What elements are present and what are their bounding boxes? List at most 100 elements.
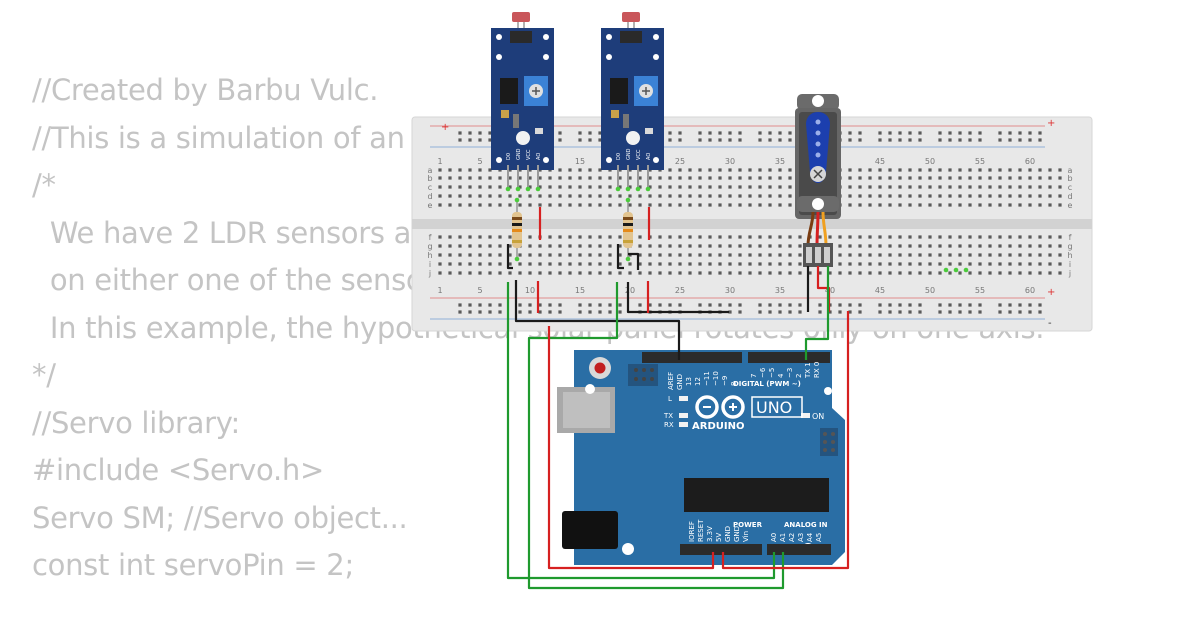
breadboard-hole [668, 253, 672, 257]
breadboard-hole [778, 303, 782, 307]
breadboard-hole [1008, 310, 1012, 314]
breadboard-hole [918, 194, 922, 198]
breadboard-hole [1008, 168, 1012, 172]
breadboard-hole [728, 185, 732, 189]
breadboard-hole [488, 310, 492, 314]
arduino-uno-board: UNO ARDUINO ON L TX RX DIGITAL (PWM ~) P… [557, 350, 845, 565]
breadboard-hole [998, 168, 1002, 172]
breadboard-hole [618, 244, 622, 248]
breadboard-hole [978, 262, 982, 266]
breadboard-hole [488, 244, 492, 248]
breadboard-hole [458, 244, 462, 248]
breadboard-hole [798, 262, 802, 266]
breadboard-hole [688, 176, 692, 180]
breadboard-hole [938, 310, 942, 314]
arduino-pin-label: AREF [667, 372, 675, 390]
breadboard-hole [448, 253, 452, 257]
breadboard-hole [658, 176, 662, 180]
breadboard-hole [468, 303, 472, 307]
breadboard-col-label: 25 [675, 286, 685, 295]
breadboard-hole [668, 262, 672, 266]
breadboard-hole [608, 176, 612, 180]
breadboard-hole [858, 235, 862, 239]
breadboard-hole [658, 194, 662, 198]
breadboard-hole [778, 138, 782, 142]
breadboard-hole [558, 185, 562, 189]
breadboard-col-label: 5 [477, 157, 482, 166]
breadboard-hole [938, 203, 942, 207]
breadboard-hole [958, 131, 962, 135]
breadboard-hole [698, 138, 702, 142]
breadboard-hole [528, 271, 532, 275]
breadboard-hole [818, 235, 822, 239]
breadboard-hole [1018, 310, 1022, 314]
breadboard-hole [978, 203, 982, 207]
breadboard-hole [918, 168, 922, 172]
breadboard-hole [928, 262, 932, 266]
breadboard-hole [528, 303, 532, 307]
breadboard-hole [708, 168, 712, 172]
breadboard-hole [878, 310, 882, 314]
sensor-pin-contact [515, 186, 521, 192]
breadboard-hole [738, 168, 742, 172]
breadboard-hole [488, 235, 492, 239]
breadboard-hole [488, 303, 492, 307]
breadboard-hole [868, 253, 872, 257]
breadboard-hole [668, 244, 672, 248]
breadboard-hole [558, 271, 562, 275]
breadboard-hole [438, 235, 442, 239]
breadboard-hole [558, 235, 562, 239]
arduino-pin-label: RX 0 [813, 362, 821, 378]
breadboard-hole [658, 244, 662, 248]
breadboard-row-label: j [1068, 269, 1071, 278]
breadboard-hole [498, 235, 502, 239]
breadboard-hole [518, 262, 522, 266]
breadboard-hole [918, 203, 922, 207]
breadboard-hole [728, 203, 732, 207]
breadboard-hole [978, 138, 982, 142]
breadboard-hole [598, 262, 602, 266]
breadboard-hole [848, 176, 852, 180]
breadboard-hole [498, 244, 502, 248]
breadboard-hole [708, 235, 712, 239]
breadboard-hole [468, 185, 472, 189]
breadboard-col-label: 25 [675, 157, 685, 166]
breadboard-hole [578, 244, 582, 248]
breadboard-hole [608, 203, 612, 207]
arduino-pin-label: GND [676, 374, 684, 390]
breadboard-hole [778, 262, 782, 266]
breadboard-hole [988, 235, 992, 239]
breadboard-col-label: 50 [925, 286, 935, 295]
breadboard-hole [668, 303, 672, 307]
wire-black [616, 244, 624, 270]
breadboard-hole [598, 271, 602, 275]
breadboard-hole [758, 244, 762, 248]
breadboard-hole [778, 194, 782, 198]
breadboard-hole [738, 203, 742, 207]
breadboard-hole [488, 194, 492, 198]
breadboard-hole [558, 310, 562, 314]
breadboard-hole [548, 310, 552, 314]
breadboard-hole [498, 176, 502, 180]
breadboard-hole [938, 235, 942, 239]
breadboard-hole [838, 310, 842, 314]
breadboard-hole [488, 131, 492, 135]
breadboard-hole [468, 262, 472, 266]
breadboard-col-label: 55 [975, 286, 985, 295]
code-line: const int servoPin = 2; [32, 548, 354, 582]
breadboard-hole [448, 271, 452, 275]
breadboard-hole [858, 271, 862, 275]
breadboard-hole [978, 235, 982, 239]
breadboard-hole [588, 185, 592, 189]
breadboard-hole [658, 185, 662, 189]
breadboard-hole [588, 244, 592, 248]
breadboard-hole [448, 235, 452, 239]
breadboard-hole [778, 244, 782, 248]
breadboard-hole [1048, 253, 1052, 257]
arduino-pin-label: RESET [697, 519, 705, 542]
breadboard-hole [468, 235, 472, 239]
breadboard-hole [678, 194, 682, 198]
breadboard-hole [498, 203, 502, 207]
breadboard-hole [898, 303, 902, 307]
breadboard-hole [478, 194, 482, 198]
